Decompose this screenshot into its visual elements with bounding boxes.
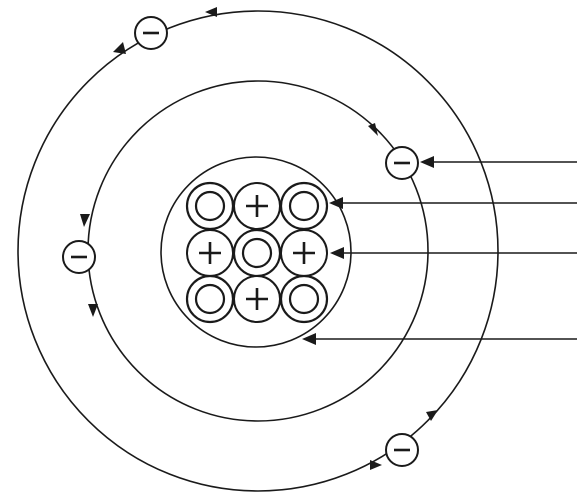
electron <box>135 17 167 49</box>
proton <box>234 183 280 229</box>
electron <box>386 147 418 179</box>
proton <box>187 230 233 276</box>
neutron <box>187 183 233 229</box>
electron <box>63 241 95 273</box>
proton <box>234 276 280 322</box>
outer-orbit-arrow-bottom <box>370 460 382 470</box>
proton <box>281 230 327 276</box>
neutron <box>281 276 327 322</box>
leader-line-electron <box>420 156 577 168</box>
outer-orbit-arrow-bottomright <box>426 410 438 421</box>
leader-line-nucleus <box>302 333 577 345</box>
leader-line-neutron <box>329 197 577 209</box>
neutron <box>281 183 327 229</box>
inner-orbit-arrow-left-lower <box>88 304 98 317</box>
inner-orbit-arrow-topright <box>368 123 378 136</box>
electron <box>386 434 418 466</box>
neutron <box>234 230 280 276</box>
outer-orbit-arrow-topleft <box>113 42 126 54</box>
leader-line-proton <box>330 247 577 259</box>
inner-orbit-arrow-left-upper <box>80 214 90 227</box>
neutron <box>187 276 233 322</box>
